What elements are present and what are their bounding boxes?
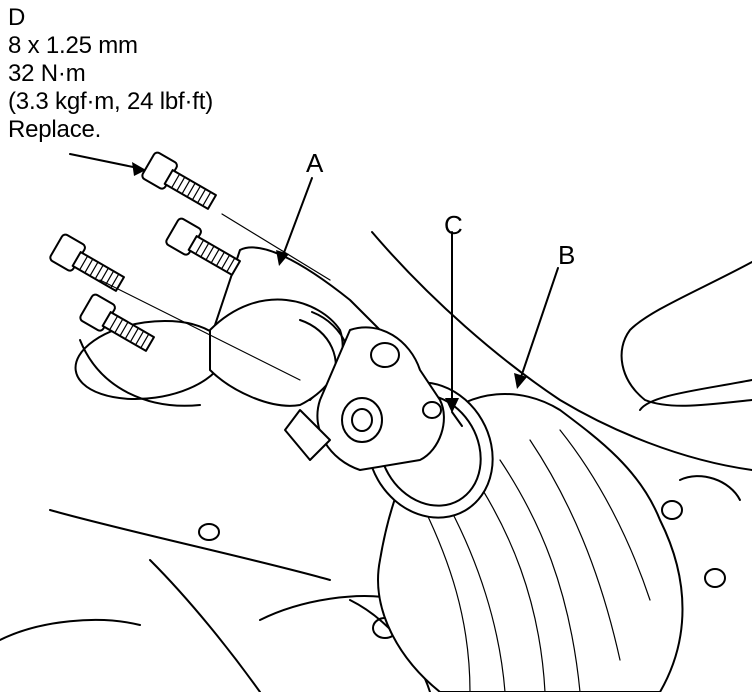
spec-note: Replace. [8, 116, 102, 143]
bolt [79, 293, 155, 352]
callout-a: A [306, 148, 324, 178]
differential-housing [366, 381, 684, 692]
spec-torque: 32 N·m [8, 60, 86, 87]
alignment-mark [451, 411, 463, 427]
bolt [165, 217, 241, 276]
arrowhead-d [132, 162, 146, 176]
leader-lines [69, 153, 559, 413]
flange-bolts [49, 151, 241, 352]
bolt-specification: D 8 x 1.25 mm 32 N·m (3.3 kgf·m, 24 lbf·… [8, 4, 213, 144]
spec-label: D [8, 4, 26, 31]
arrowhead-a [276, 250, 289, 266]
callout-c: C [444, 210, 463, 240]
propeller-shaft [74, 246, 381, 407]
universal-joint [284, 326, 445, 471]
spec-size: 8 x 1.25 mm [8, 32, 138, 59]
bolt [141, 151, 217, 210]
spec-torque-alt: (3.3 kgf·m, 24 lbf·ft) [8, 88, 213, 115]
callout-b: B [558, 240, 576, 270]
bolt [49, 233, 125, 292]
arrowhead-c [445, 398, 459, 413]
arrowhead-b [514, 373, 527, 389]
